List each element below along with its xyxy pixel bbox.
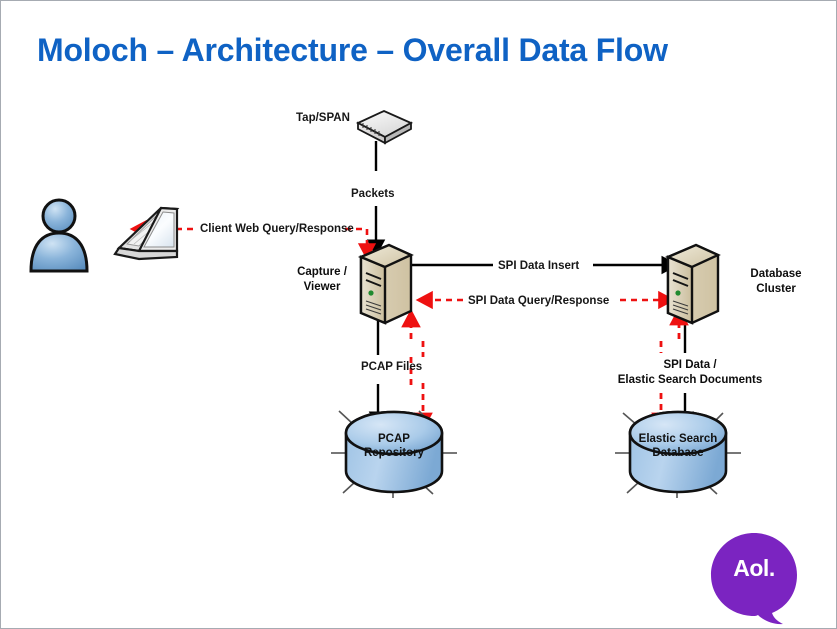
network-switch-icon xyxy=(355,110,414,145)
label-spi-docs-line2: Elastic Search Documents xyxy=(617,373,763,386)
label-spi-docs-line1: SPI Data / xyxy=(663,359,717,371)
database-cylinder-pcap-icon xyxy=(331,410,457,498)
flow-pcap-files xyxy=(368,308,433,432)
aol-logo: Aol. xyxy=(717,533,801,617)
page-title: Moloch – Architecture – Overall Data Flo… xyxy=(37,32,668,68)
server-tower-capture-icon xyxy=(357,243,414,325)
label-capture-line2: Viewer xyxy=(303,280,341,293)
label-client-web-query: Client Web Query/Response xyxy=(200,223,354,235)
label-spi-data-insert: SPI Data Insert xyxy=(498,260,580,272)
label-database-cluster: Database Cluster xyxy=(736,267,816,297)
label-spi-documents: SPI Data / Elastic Search Documents xyxy=(605,358,775,388)
database-cylinder-elastic-icon xyxy=(615,410,741,498)
label-spi-data-query: SPI Data Query/Response xyxy=(468,295,610,307)
label-tap-span: Tap/SPAN xyxy=(296,112,350,124)
label-capture-viewer: Capture / Viewer xyxy=(287,265,357,295)
label-capture-line1: Capture / xyxy=(297,266,347,278)
label-packets: Packets xyxy=(351,188,395,200)
aol-logo-text: Aol. xyxy=(733,554,775,581)
label-db-cluster-line2: Cluster xyxy=(756,282,796,295)
laptop-icon xyxy=(113,206,180,261)
user-person-icon xyxy=(29,198,89,273)
label-db-cluster-line1: Database xyxy=(750,268,802,280)
server-tower-cluster-icon xyxy=(664,243,721,325)
label-pcap-files: PCAP Files xyxy=(361,361,423,373)
aol-logo-bubble xyxy=(711,533,797,625)
